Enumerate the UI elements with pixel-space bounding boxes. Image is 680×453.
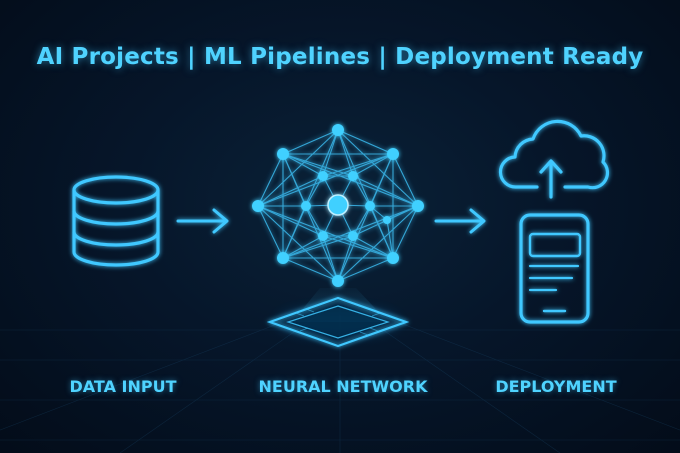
network-node (327, 194, 349, 216)
network-edge (352, 175, 419, 207)
network-edge (257, 153, 284, 207)
network-edge (337, 205, 419, 282)
network-edge (322, 235, 339, 282)
network-edge (257, 129, 339, 207)
network-node (318, 171, 328, 181)
stage-label-deployment: DEPLOYMENT (495, 377, 617, 396)
network-edge (257, 175, 324, 207)
stage-label-data-input: DATA INPUT (69, 377, 177, 396)
network-node (387, 148, 399, 160)
network-node (318, 231, 328, 241)
network-node (387, 252, 399, 264)
network-node (332, 275, 344, 287)
network-edge (282, 153, 307, 207)
network-edge (282, 153, 354, 177)
network-node (383, 216, 391, 224)
network-nodes (252, 124, 424, 287)
network-edge (337, 129, 354, 177)
network-edge (322, 153, 394, 177)
network-node (348, 231, 358, 241)
neural-network-icon (252, 124, 424, 287)
network-edge (305, 175, 324, 207)
database-icon (72, 175, 160, 267)
network-edge (369, 153, 394, 207)
network-edge (352, 153, 394, 177)
network-node (252, 200, 264, 212)
network-edge (392, 153, 419, 207)
network-node (332, 124, 344, 136)
network-edge (257, 205, 324, 237)
network-node (277, 148, 289, 160)
network-edge (337, 129, 394, 155)
network-edge (282, 205, 307, 259)
network-node (365, 201, 375, 211)
network-edge (337, 257, 394, 282)
network-edge (392, 205, 419, 259)
network-edge (386, 219, 394, 259)
network-edge (257, 205, 284, 259)
network-edge (322, 235, 394, 259)
network-edge (305, 205, 324, 237)
network-edge (322, 129, 339, 177)
network-edge (352, 205, 371, 237)
mobile-phone-icon (519, 213, 590, 324)
network-edge (282, 129, 339, 155)
network-node (277, 252, 289, 264)
arrow-right-icon (434, 208, 486, 234)
network-edge (282, 257, 339, 282)
network-node (348, 171, 358, 181)
network-edge (352, 235, 394, 259)
network-edge (352, 175, 371, 207)
network-node (301, 201, 311, 211)
network-edge (257, 205, 339, 282)
network-edge (282, 235, 324, 259)
network-edge (337, 129, 419, 207)
stage-label-neural-network: NEURAL NETWORK (258, 377, 428, 396)
network-edge (282, 153, 324, 177)
arrow-right-icon (176, 208, 229, 234)
network-edge (337, 235, 354, 282)
network-edge (282, 235, 354, 259)
headline: AI Projects | ML Pipelines | Deployment … (36, 44, 644, 70)
chip-platform-icon (266, 288, 410, 348)
network-edge (369, 205, 394, 259)
network-node (412, 200, 424, 212)
cloud-upload-icon (498, 119, 610, 199)
